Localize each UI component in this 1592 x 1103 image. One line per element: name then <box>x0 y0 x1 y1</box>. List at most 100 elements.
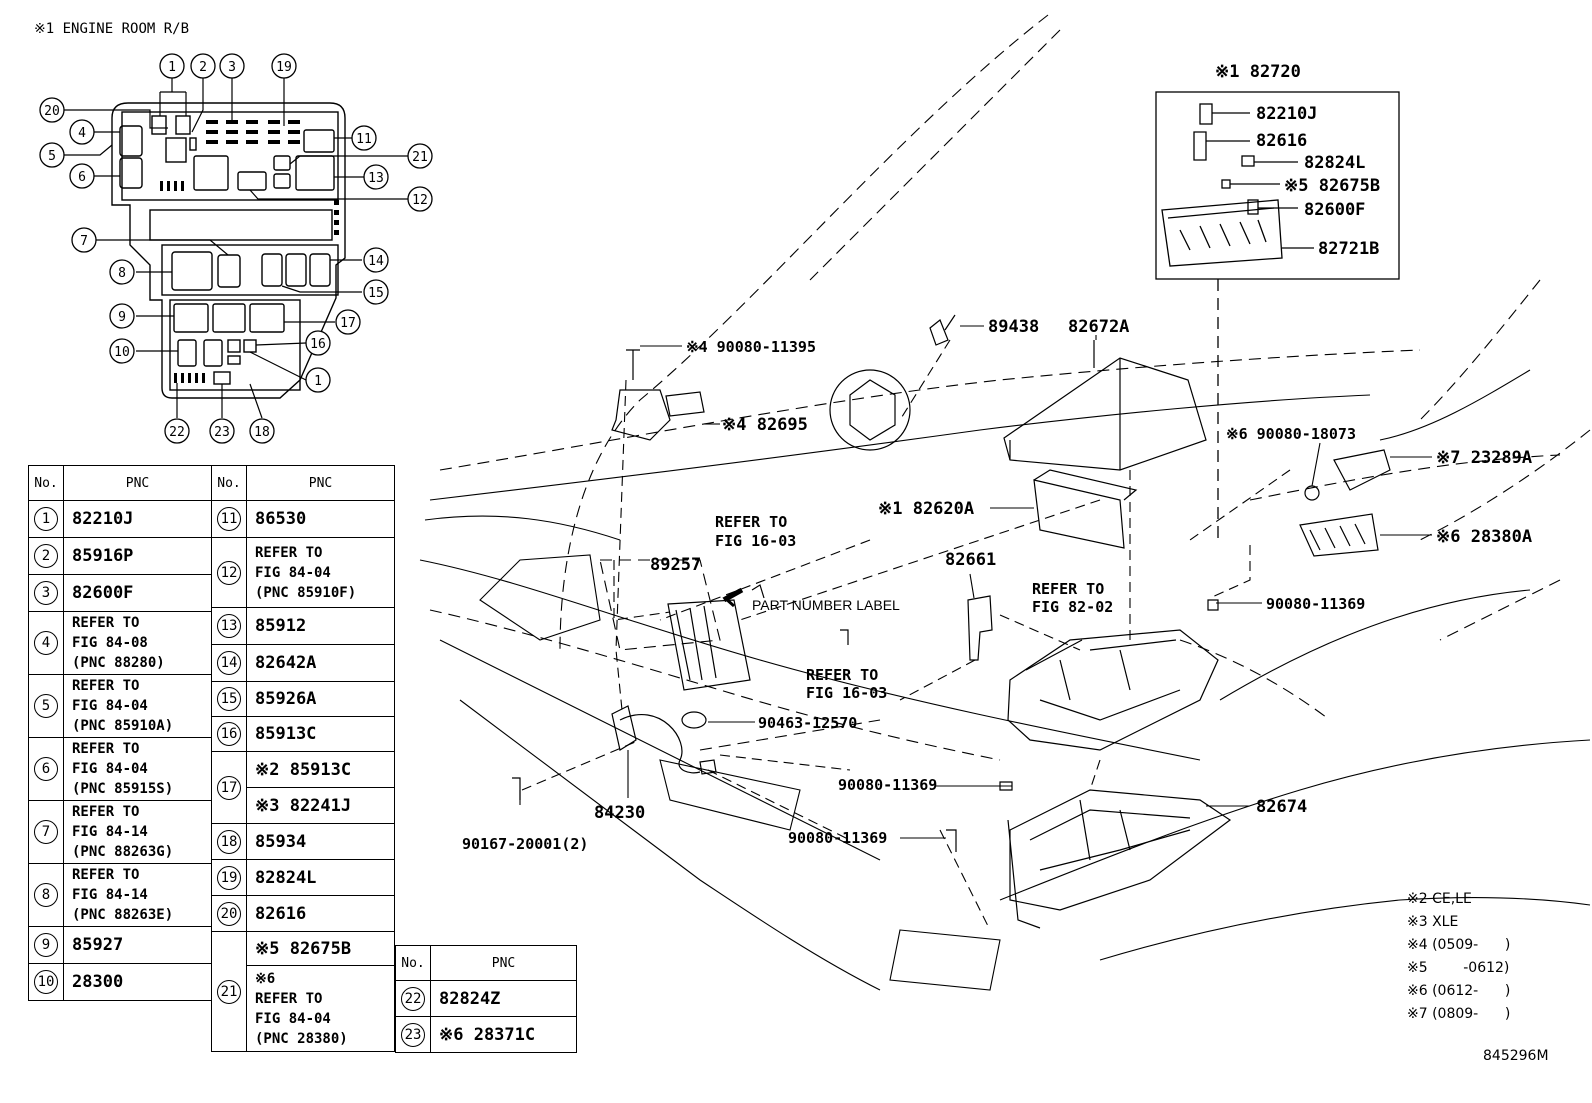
row-number: 23 <box>401 1022 425 1047</box>
applicability-notes: ※2 CE,LE ※3 XLE ※4 (0509- ) ※5 -0612) ※6… <box>1407 888 1510 1026</box>
svg-text:1: 1 <box>168 60 176 75</box>
row-number: 22 <box>401 986 425 1011</box>
note-line: ※5 -0612) <box>1407 960 1510 976</box>
part-label: 89438 <box>988 317 1039 337</box>
diagram-code: 845296M <box>1483 1048 1549 1064</box>
svg-text:4: 4 <box>78 126 86 141</box>
pnc-cell: 85934 <box>246 823 395 860</box>
svg-text:11: 11 <box>356 132 372 147</box>
svg-text:20: 20 <box>44 104 60 119</box>
row-number: 21 <box>217 979 241 1004</box>
refer-label: FIG 16-03 <box>806 684 887 702</box>
svg-text:9: 9 <box>118 310 126 325</box>
box-item-label: 82721B <box>1318 239 1379 259</box>
svg-text:13: 13 <box>368 171 384 186</box>
dashed-leaders <box>521 339 1291 931</box>
svg-text:15: 15 <box>368 286 384 301</box>
box-item-label: ※5 82675B <box>1284 176 1380 196</box>
part-label: 84230 <box>594 803 645 823</box>
part-drawings <box>512 314 1391 929</box>
svg-text:8: 8 <box>118 266 126 281</box>
pnc-cell: 85916P <box>63 537 212 575</box>
row-number: 1 <box>34 507 58 531</box>
pnc-cell: 82824L <box>246 859 395 896</box>
part-number-label-note: PART NUMBER LABEL <box>752 597 900 613</box>
pnc-cell: REFER TO FIG 84-04 (PNC 85915S) <box>63 737 212 801</box>
svg-text:17: 17 <box>340 316 356 331</box>
svg-text:14: 14 <box>368 254 384 269</box>
callout-circles <box>39 53 433 444</box>
pnc-cell: 82824Z <box>430 980 577 1017</box>
row-number: 5 <box>34 694 58 718</box>
pnc-cell: 82642A <box>246 644 395 682</box>
pnc-cell: 28300 <box>63 963 212 1001</box>
row-number: 10 <box>34 970 58 994</box>
diagram-title: ※1 ENGINE ROOM R/B <box>34 21 189 37</box>
refer-label: FIG 82-02 <box>1032 598 1113 616</box>
refer-label: REFER TO <box>806 666 878 684</box>
callout-leaders <box>64 78 408 419</box>
row-number: 3 <box>34 581 58 605</box>
pnc-cell: 85913C <box>246 716 395 752</box>
svg-text:10: 10 <box>114 345 130 360</box>
box-item-label: 82600F <box>1304 200 1365 220</box>
pnc-cell: REFER TO FIG 84-04 (PNC 85910F) <box>246 537 395 608</box>
row-number: 4 <box>34 631 58 655</box>
note-line: ※3 XLE <box>1407 914 1459 930</box>
svg-text:21: 21 <box>412 150 428 165</box>
pnc-cell: ※6 REFER TO FIG 84-04 (PNC 28380) <box>246 965 395 1052</box>
svg-text:7: 7 <box>80 234 88 249</box>
row-number: 6 <box>34 757 58 781</box>
relay-block-outline <box>111 102 346 399</box>
row-number: 20 <box>217 901 241 926</box>
svg-text:19: 19 <box>276 60 292 75</box>
part-label: 90463-12570 <box>758 714 857 732</box>
box-item-label: 82210J <box>1256 104 1317 124</box>
part-label: 89257 <box>650 555 701 575</box>
part-label: 90080-11369 <box>1266 595 1365 613</box>
row-number: 15 <box>217 687 241 711</box>
col-header-pnc: PNC <box>246 465 395 501</box>
row-number: 18 <box>217 829 241 854</box>
pnc-cell: ※5 82675B <box>246 931 395 966</box>
row-number: 14 <box>217 651 241 675</box>
pnc-cell: 86530 <box>246 500 395 538</box>
svg-text:2: 2 <box>199 60 207 75</box>
part-label: ※6 90080-18073 <box>1226 425 1356 443</box>
box-item-label: 82616 <box>1256 131 1307 151</box>
col-header-no: No. <box>28 465 64 501</box>
row-number: 16 <box>217 722 241 746</box>
svg-text:1: 1 <box>314 374 322 389</box>
row-number: 7 <box>34 820 58 844</box>
pnc-cell: 85927 <box>63 926 212 964</box>
pnc-cell: 82616 <box>246 895 395 932</box>
row-number: 2 <box>34 544 58 568</box>
col-header-pnc: PNC <box>63 465 212 501</box>
pnc-cell: REFER TO FIG 84-04 (PNC 85910A) <box>63 674 212 738</box>
svg-text:22: 22 <box>169 425 185 440</box>
row-number: 9 <box>34 933 58 957</box>
note-line: ※2 CE,LE <box>1407 891 1472 907</box>
col-header-no: No. <box>211 465 247 501</box>
part-label: ※4 90080-11395 <box>686 338 816 356</box>
svg-text:5: 5 <box>48 149 56 164</box>
part-label: ※4 82695 <box>722 415 808 435</box>
svg-text:18: 18 <box>254 425 270 440</box>
note-line: ※4 (0509- ) <box>1407 937 1511 953</box>
col-header-pnc: PNC <box>430 945 577 981</box>
svg-text:23: 23 <box>214 425 230 440</box>
fuse-marks <box>160 120 339 383</box>
row-number: 11 <box>217 507 241 531</box>
note-line: ※6 (0612- ) <box>1407 983 1511 999</box>
part-label: ※1 82620A <box>878 499 974 519</box>
part-label: 90080-11369 <box>788 829 887 847</box>
pnc-cell: ※6 28371C <box>430 1016 577 1053</box>
part-label: ※7 23289A <box>1436 448 1532 468</box>
row-number: 13 <box>217 614 241 638</box>
pnc-cell: 82600F <box>63 574 212 612</box>
svg-text:16: 16 <box>310 337 326 352</box>
